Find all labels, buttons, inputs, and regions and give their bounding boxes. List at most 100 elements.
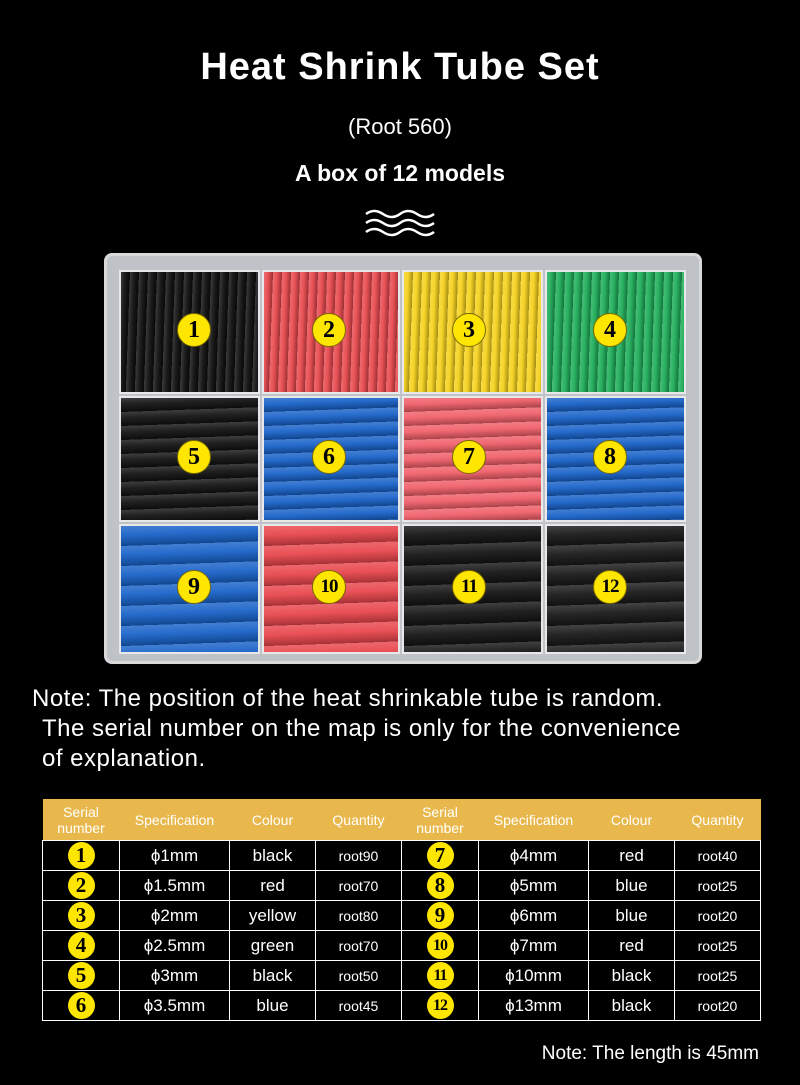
compartment-number-11: 11 — [452, 570, 486, 604]
position-note: Note: The position of the heat shrinkabl… — [32, 684, 792, 774]
serial-number-badge: 11 — [426, 962, 454, 989]
compartment-number-4: 4 — [593, 313, 627, 347]
note-line-2: The serial number on the map is only for… — [42, 715, 682, 742]
quantity-cell: root45 — [315, 990, 402, 1021]
subtitle: (Root 560) — [348, 114, 452, 139]
serial-cell: 9 — [401, 900, 479, 931]
header-quantity-1: Quantity — [315, 799, 402, 841]
serial-cell: 11 — [401, 960, 479, 991]
colour-cell: red — [229, 870, 316, 901]
quantity-cell: root80 — [315, 900, 402, 931]
serial-cell: 10 — [401, 930, 479, 961]
note-line-1: Note: The position of the heat shrinkabl… — [32, 685, 664, 712]
serial-number-badge: 9 — [426, 902, 454, 929]
colour-cell: red — [588, 840, 675, 871]
compartment-number-1: 1 — [177, 313, 211, 347]
quantity-cell: root25 — [674, 930, 761, 961]
serial-number-badge: 8 — [426, 872, 454, 899]
spec-cell: ϕ3mm — [119, 960, 230, 991]
table-header-row: Serial number Specification Colour Quant… — [42, 799, 761, 841]
serial-cell: 3 — [42, 900, 120, 931]
serial-number-badge: 2 — [67, 872, 95, 899]
colour-cell: black — [229, 840, 316, 871]
spec-cell: ϕ2.5mm — [119, 930, 230, 961]
colour-cell: yellow — [229, 900, 316, 931]
serial-cell: 5 — [42, 960, 120, 991]
spec-cell: ϕ2mm — [119, 900, 230, 931]
header-spec-1: Specification — [119, 799, 230, 841]
quantity-cell: root20 — [674, 990, 761, 1021]
header-quantity-2: Quantity — [674, 799, 761, 841]
serial-number-badge: 1 — [67, 842, 95, 869]
compartment-number-6: 6 — [312, 440, 346, 474]
compartment-number-3: 3 — [452, 313, 486, 347]
note-line-3: of explanation. — [42, 745, 206, 772]
quantity-cell: root40 — [674, 840, 761, 871]
colour-cell: black — [229, 960, 316, 991]
waves-icon — [365, 209, 435, 237]
compartment-8 — [545, 396, 686, 522]
serial-number-badge: 5 — [67, 962, 95, 989]
serial-cell: 1 — [42, 840, 120, 871]
spec-table: Serial number Specification Colour Quant… — [42, 799, 761, 1021]
serial-number-badge: 4 — [67, 932, 95, 959]
colour-cell: green — [229, 930, 316, 961]
colour-cell: black — [588, 990, 675, 1021]
spec-cell: ϕ1mm — [119, 840, 230, 871]
serial-cell: 8 — [401, 870, 479, 901]
quantity-cell: root25 — [674, 870, 761, 901]
header-spec-2: Specification — [478, 799, 589, 841]
tagline: A box of 12 models — [294, 160, 506, 186]
spec-cell: ϕ1.5mm — [119, 870, 230, 901]
quantity-cell: root20 — [674, 900, 761, 931]
colour-cell: black — [588, 960, 675, 991]
compartment-10 — [262, 524, 400, 654]
serial-number-badge: 6 — [67, 992, 95, 1019]
colour-cell: blue — [229, 990, 316, 1021]
colour-cell: red — [588, 930, 675, 961]
serial-number-badge: 3 — [67, 902, 95, 929]
header-serial-2: Serial number — [401, 799, 479, 841]
compartment-number-7: 7 — [452, 440, 486, 474]
compartment-number-5: 5 — [177, 440, 211, 474]
compartment-number-10: 10 — [312, 570, 346, 604]
page-title: Heat Shrink Tube Set — [200, 46, 600, 88]
header-serial-1: Serial number — [42, 799, 120, 841]
spec-cell: ϕ6mm — [478, 900, 589, 931]
serial-number-badge: 10 — [426, 932, 454, 959]
spec-cell: ϕ7mm — [478, 930, 589, 961]
serial-cell: 7 — [401, 840, 479, 871]
compartment-7 — [402, 396, 543, 522]
spec-cell: ϕ10mm — [478, 960, 589, 991]
quantity-cell: root70 — [315, 930, 402, 961]
quantity-cell: root50 — [315, 960, 402, 991]
spec-cell: ϕ13mm — [478, 990, 589, 1021]
serial-cell: 2 — [42, 870, 120, 901]
compartment-2 — [262, 270, 400, 394]
compartment-number-2: 2 — [312, 313, 346, 347]
compartment-number-9: 9 — [177, 570, 211, 604]
spec-cell: ϕ4mm — [478, 840, 589, 871]
spec-cell: ϕ5mm — [478, 870, 589, 901]
header-colour-1: Colour — [229, 799, 316, 841]
length-note: Note: The length is 45mm — [541, 1043, 759, 1064]
serial-number-badge: 7 — [426, 842, 454, 869]
serial-number-badge: 12 — [426, 992, 454, 1019]
serial-cell: 12 — [401, 990, 479, 1021]
compartment-number-12: 12 — [593, 570, 627, 604]
serial-cell: 6 — [42, 990, 120, 1021]
quantity-cell: root70 — [315, 870, 402, 901]
serial-cell: 4 — [42, 930, 120, 961]
colour-cell: blue — [588, 870, 675, 901]
quantity-cell: root25 — [674, 960, 761, 991]
compartment-number-8: 8 — [593, 440, 627, 474]
colour-cell: blue — [588, 900, 675, 931]
quantity-cell: root90 — [315, 840, 402, 871]
